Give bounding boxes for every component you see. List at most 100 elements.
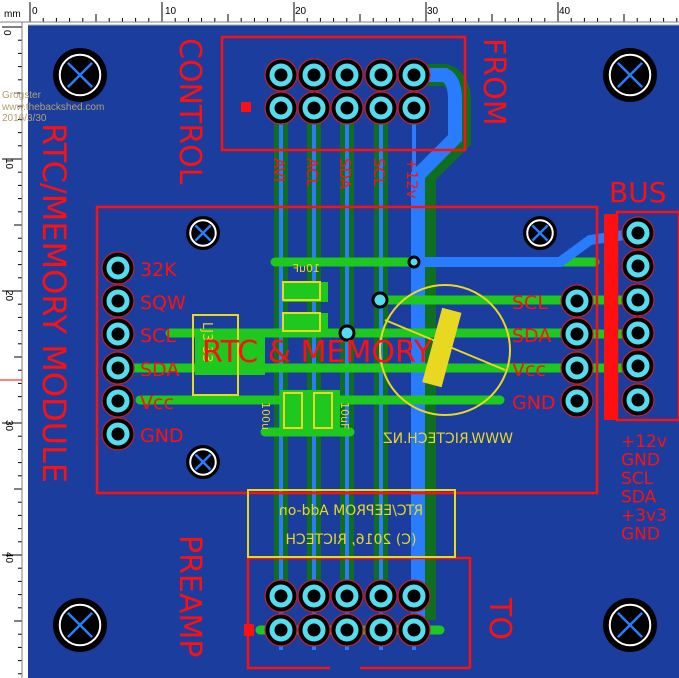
cap-label: 100u	[259, 402, 272, 430]
ruler-tick-label: 40	[3, 552, 14, 564]
bus-pin-label: SDA	[621, 488, 657, 508]
pad	[330, 579, 364, 613]
pad	[364, 91, 398, 125]
pad	[560, 284, 594, 318]
left-header-label: SCL	[140, 325, 176, 347]
left-header-label: GND	[140, 425, 184, 447]
left-header-label: Vcc	[140, 392, 174, 414]
pad	[101, 251, 135, 285]
addon-label: RTC/EEPROM Add-on	[279, 503, 423, 519]
module-title: RTC/MEMORY MODULE	[35, 123, 73, 483]
ruler-tick-label: 20	[295, 6, 307, 17]
bus-pin-label: GND	[621, 451, 660, 471]
ruler-tick-label: 40	[559, 6, 571, 17]
watermark: 2016/3/30	[2, 113, 47, 124]
pad	[621, 316, 655, 350]
ruler-tick-label: 20	[3, 290, 14, 302]
pad	[297, 91, 331, 125]
pad	[560, 384, 594, 418]
pad	[101, 384, 135, 418]
pad	[101, 284, 135, 318]
pad	[101, 351, 135, 385]
vias	[338, 255, 421, 342]
watermark: www.thebackshed.com	[1, 102, 104, 113]
mounting-hole	[53, 598, 107, 652]
bus-pin-label: SCL	[621, 469, 654, 489]
header-pads	[101, 58, 655, 647]
website-label: WWW.RICTECH.NZ	[383, 431, 513, 447]
mounting-holes	[53, 48, 657, 652]
horizontal-ruler[interactable]: mm 0 10 20 30 40	[4, 2, 678, 22]
pad	[330, 613, 364, 647]
pad	[397, 58, 431, 92]
ruler-tick-label: 0	[32, 6, 38, 17]
cap-label: 10uF	[293, 262, 320, 275]
pad	[264, 58, 298, 92]
pad	[621, 249, 655, 283]
mounting-hole	[53, 48, 107, 102]
center-label: RTC & MEMORY	[202, 335, 433, 370]
pad	[364, 579, 398, 613]
silkscreen-text: LJ3-33 10uF 100u 10uF WWW.RICTECH.NZ RTC…	[199, 262, 513, 548]
trace-label: SDA	[336, 158, 354, 190]
pad	[330, 58, 364, 92]
bus-pin-label: GND	[621, 525, 660, 545]
pad	[297, 58, 331, 92]
copyright-label: (C) 2016, RICTECH	[285, 532, 416, 548]
bus-pin-label: +12v	[621, 432, 667, 452]
trace-label: +12v	[403, 158, 421, 199]
left-header-label: SDA	[140, 359, 179, 381]
right-header-label: SCL	[512, 292, 548, 314]
mounting-hole	[523, 216, 557, 250]
pad	[397, 613, 431, 647]
pad	[621, 349, 655, 383]
bus-connector-bar	[604, 214, 618, 420]
pad	[397, 91, 431, 125]
right-header-label: Vcc	[512, 359, 546, 381]
trace-label: SCL	[370, 158, 388, 187]
right-header-label: GND	[512, 392, 556, 414]
pad	[264, 579, 298, 613]
pad	[264, 613, 298, 647]
pad	[560, 351, 594, 385]
pad	[364, 613, 398, 647]
trace-label: AVI	[270, 158, 288, 182]
trace-label: ACL	[303, 158, 321, 187]
pad	[330, 91, 364, 125]
ruler-tick-label: 0	[1, 30, 12, 36]
pad	[560, 317, 594, 351]
ruler-unit: mm	[4, 9, 21, 20]
control-label: CONTROL	[172, 38, 207, 185]
to-label: TO	[482, 597, 517, 640]
right-header-label: SDA	[512, 325, 551, 347]
pin1-marker	[244, 624, 254, 636]
pad	[397, 579, 431, 613]
mounting-hole	[186, 216, 220, 250]
vertical-ruler[interactable]: 0 10 20 30 40	[1, 26, 22, 675]
left-header-label: 32K	[140, 259, 177, 281]
pin1-marker	[241, 102, 251, 112]
mounting-hole	[603, 48, 657, 102]
mounting-hole	[186, 445, 220, 479]
regulator-label: LJ3-33	[199, 322, 214, 363]
ruler-tick-label: 10	[165, 6, 177, 17]
pad	[297, 613, 331, 647]
bus-pin-label: +3v3	[621, 506, 667, 526]
pad	[101, 417, 135, 451]
bus-title: BUS	[609, 176, 666, 209]
pad	[621, 216, 655, 250]
board-labels: CONTROL FROM RTC/MEMORY MODULE PREAMP TO…	[35, 38, 667, 657]
ruler-tick-label: 10	[3, 158, 14, 170]
ruler-tick-label: 30	[427, 6, 439, 17]
cap-label: 10uF	[338, 402, 351, 429]
pad	[264, 91, 298, 125]
pad	[297, 579, 331, 613]
pad	[364, 58, 398, 92]
pad	[621, 283, 655, 317]
pad	[101, 317, 135, 351]
from-label: FROM	[476, 38, 511, 126]
watermark: Grogster	[2, 90, 42, 101]
silkscreen	[192, 281, 511, 558]
preamp-label: PREAMP	[172, 535, 207, 657]
